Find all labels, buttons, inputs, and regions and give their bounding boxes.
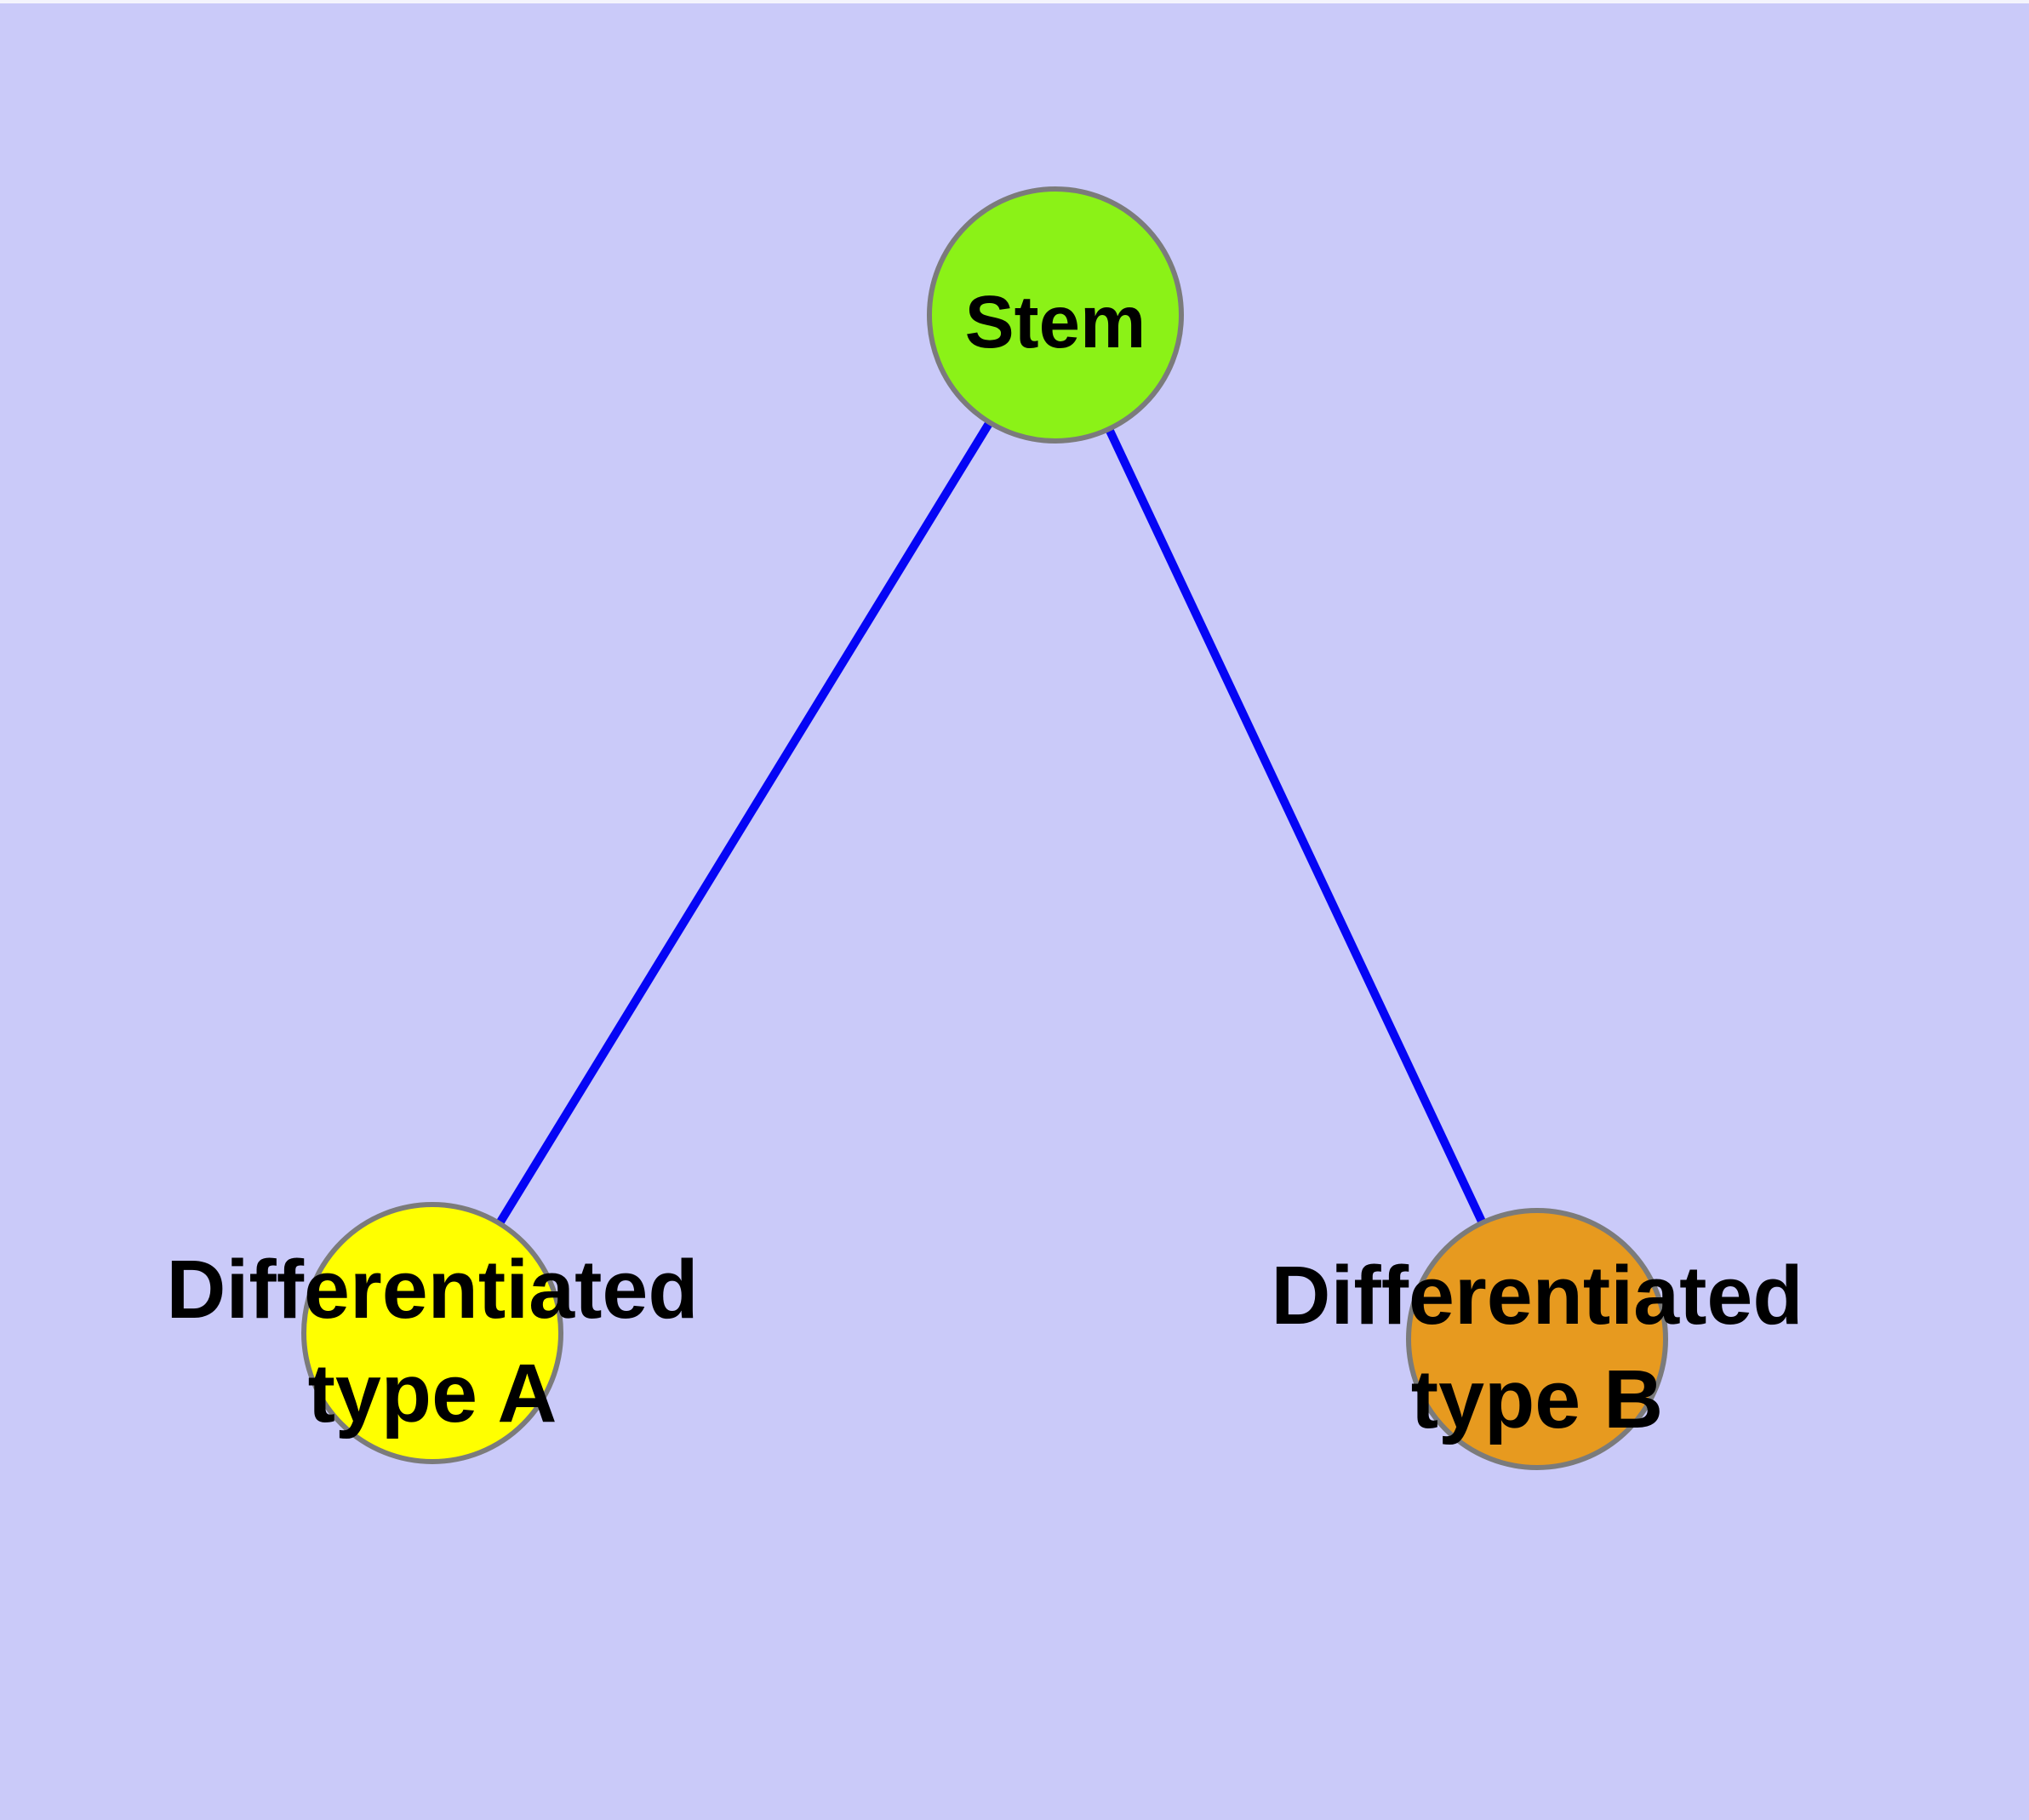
node-stem-circle[interactable] <box>927 186 1184 444</box>
node-differentiated-type-a-label-line-1: Differentiated <box>166 1243 698 1336</box>
node-differentiated-type-b-circle[interactable] <box>1406 1208 1668 1470</box>
window-top-edge-strip <box>0 0 2029 3</box>
node-stem-label: Stem <box>965 281 1146 363</box>
node-differentiated-type-b-label: Differentiated type B <box>1271 1249 1803 1445</box>
node-differentiated-type-b-label-line-2: type B <box>1411 1353 1663 1445</box>
node-differentiated-type-b-label-line-1: Differentiated <box>1271 1249 1803 1342</box>
node-stem-label-line-1: Stem <box>965 281 1146 363</box>
edge-stem-to-differentiated-type-b <box>1051 312 1541 1342</box>
edge-stem-to-differentiated-type-a <box>428 312 1060 1336</box>
node-differentiated-type-a-circle[interactable] <box>301 1202 563 1464</box>
node-differentiated-type-a-label: Differentiated type A <box>166 1243 698 1439</box>
node-differentiated-type-a-label-line-2: type A <box>308 1347 557 1439</box>
